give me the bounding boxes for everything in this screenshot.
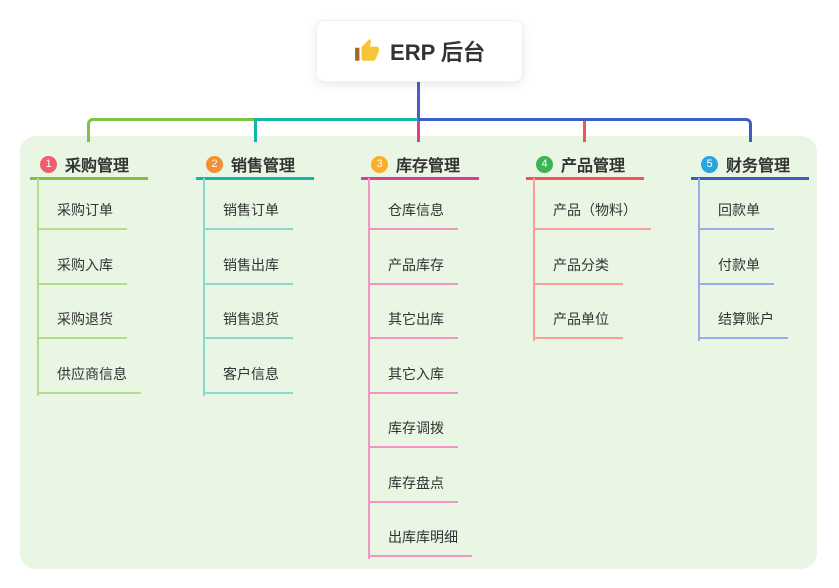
leaf-node[interactable]: 采购退货 (37, 311, 127, 339)
branch-number-badge: 5 (701, 155, 718, 173)
leaf-node[interactable]: 库存盘点 (368, 475, 458, 503)
branch-node-4[interactable]: 4 产品管理 (526, 151, 644, 180)
branch-title: 财务管理 (726, 158, 791, 175)
leaf-node[interactable]: 回款单 (698, 202, 774, 230)
branch-node-5[interactable]: 5 财务管理 (691, 151, 809, 180)
edge-branch-1 (87, 118, 254, 142)
leaf-node[interactable]: 客户信息 (203, 366, 293, 394)
leaf-node[interactable]: 产品（物料） (533, 202, 651, 230)
leaf-node[interactable]: 其它出库 (368, 311, 458, 339)
branch-subtree-line (698, 178, 700, 341)
branch-title: 库存管理 (396, 158, 461, 175)
leaf-node[interactable]: 出库库明细 (368, 529, 472, 557)
root-edge-line (417, 82, 420, 118)
branch-number-badge: 4 (536, 155, 553, 173)
branch-title: 产品管理 (561, 158, 626, 175)
edge-branch-4 (583, 121, 586, 142)
root-node-erp[interactable]: ERP 后台 (316, 20, 523, 82)
branch-subtree-line (533, 178, 535, 341)
edge-branch-3 (417, 121, 420, 142)
branch-number-badge: 3 (371, 155, 388, 173)
branches-background-panel (20, 136, 817, 569)
branch-number-badge: 1 (40, 155, 57, 173)
branch-number-badge: 2 (206, 155, 223, 173)
leaf-node[interactable]: 销售订单 (203, 202, 293, 230)
leaf-node[interactable]: 产品分类 (533, 257, 623, 285)
branch-subtree-line (37, 178, 39, 396)
thumbs-up-icon (355, 39, 379, 61)
branch-subtree-line (368, 178, 370, 559)
leaf-node[interactable]: 付款单 (698, 257, 774, 285)
leaf-node[interactable]: 产品单位 (533, 311, 623, 339)
leaf-node[interactable]: 销售出库 (203, 257, 293, 285)
branch-node-1[interactable]: 1 采购管理 (30, 151, 148, 180)
branch-title: 采购管理 (65, 158, 130, 175)
edge-branch-2 (254, 118, 418, 142)
branch-node-3[interactable]: 3 库存管理 (361, 151, 479, 180)
branch-title: 销售管理 (231, 158, 296, 175)
leaf-node[interactable]: 结算账户 (698, 311, 788, 339)
leaf-node[interactable]: 产品库存 (368, 257, 458, 285)
edge-branch-5 (418, 118, 752, 142)
root-node-label: ERP 后台 (390, 40, 485, 65)
leaf-node[interactable]: 其它入库 (368, 366, 458, 394)
leaf-node[interactable]: 供应商信息 (37, 366, 141, 394)
leaf-node[interactable]: 采购订单 (37, 202, 127, 230)
leaf-node[interactable]: 库存调拨 (368, 420, 458, 448)
leaf-node[interactable]: 销售退货 (203, 311, 293, 339)
branch-node-2[interactable]: 2 销售管理 (196, 151, 314, 180)
leaf-node[interactable]: 仓库信息 (368, 202, 458, 230)
branch-subtree-line (203, 178, 205, 396)
leaf-node[interactable]: 采购入库 (37, 257, 127, 285)
